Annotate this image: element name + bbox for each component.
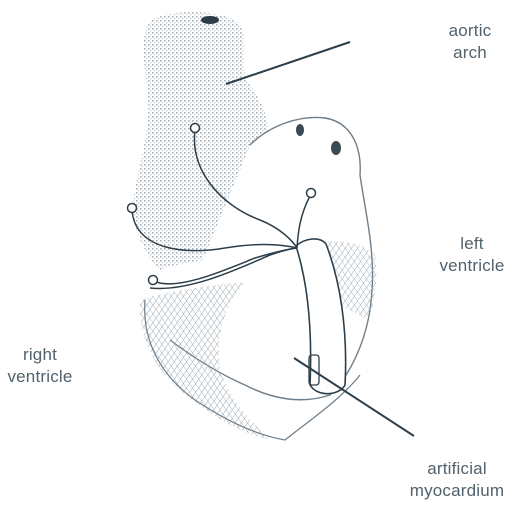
vessel-opening-top (201, 16, 219, 24)
electrode-tip (149, 276, 158, 285)
label-left-ventricle: left ventricle (430, 233, 514, 277)
electrode-tip (128, 204, 137, 213)
label-artificial-myocardium-line1: artificial (400, 458, 514, 480)
leader-line-aortic-arch (226, 42, 350, 84)
label-artificial-myocardium: artificial myocardium (400, 458, 514, 502)
electrode-tip (191, 124, 200, 133)
label-artificial-myocardium-line2: myocardium (400, 480, 514, 502)
vessel-opening-mid (296, 124, 304, 136)
label-right-ventricle-line2: ventricle (0, 366, 80, 388)
label-right-ventricle: right ventricle (0, 344, 80, 388)
label-right-ventricle-line1: right (0, 344, 80, 366)
electrode-tip (307, 189, 316, 198)
label-aortic-arch: aortic arch (438, 20, 502, 64)
label-aortic-arch-line1: aortic (438, 20, 502, 42)
label-left-ventricle-line2: ventricle (430, 255, 514, 277)
label-left-ventricle-line1: left (430, 233, 514, 255)
vessel-opening-right (331, 141, 341, 155)
label-aortic-arch-line2: arch (438, 42, 502, 64)
